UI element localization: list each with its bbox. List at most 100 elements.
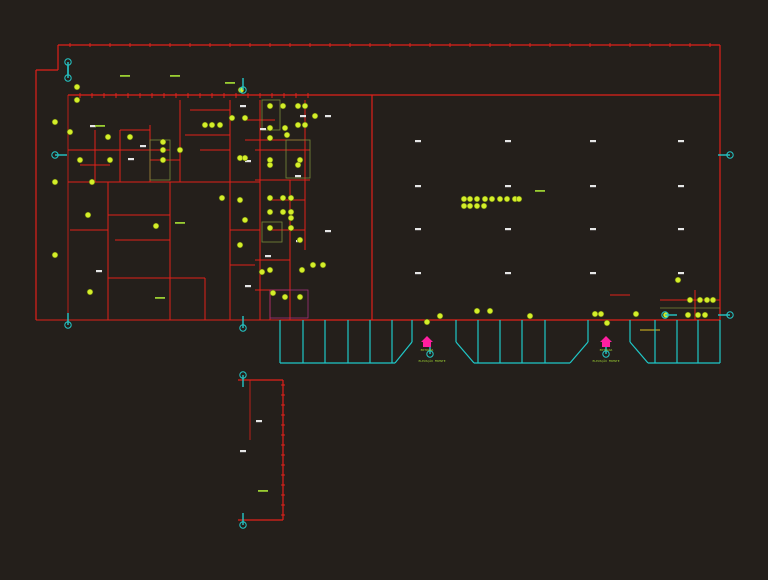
grid-axis-marker <box>239 78 247 94</box>
light-fixture <box>311 112 319 120</box>
light-fixture <box>696 296 704 304</box>
room-label-mark <box>170 75 180 77</box>
room-tag <box>505 140 511 143</box>
parking-angle-line <box>569 341 589 364</box>
light-fixture <box>466 202 474 210</box>
light-fixture <box>473 202 481 210</box>
grid-axis-marker <box>51 151 67 159</box>
light-fixture <box>301 121 309 129</box>
light-fixture <box>591 310 599 318</box>
light-fixture <box>287 194 295 202</box>
light-fixture <box>236 196 244 204</box>
light-fixture <box>674 276 682 284</box>
room-tag <box>300 115 306 118</box>
room-tag <box>505 185 511 188</box>
partition-box <box>285 139 311 179</box>
light-fixture <box>480 202 488 210</box>
light-fixture <box>266 208 274 216</box>
light-fixture <box>294 121 302 129</box>
entry-marker-right: ENTRADA ELEVAÇÃO FRENTE <box>592 336 620 363</box>
entry-arrow-icon <box>600 336 612 347</box>
lighting-fixture-layer <box>51 83 717 327</box>
room-tag <box>590 272 596 275</box>
light-fixture <box>287 214 295 222</box>
light-fixture <box>266 124 274 132</box>
light-fixture <box>76 156 84 164</box>
parking-angle-line <box>455 341 475 364</box>
room-tag <box>140 145 146 148</box>
light-fixture <box>51 251 59 259</box>
light-fixture <box>51 118 59 126</box>
room-tag <box>96 270 102 273</box>
light-fixture <box>159 156 167 164</box>
wall-layer <box>35 43 721 521</box>
light-fixture <box>496 195 504 203</box>
light-fixture <box>86 288 94 296</box>
room-tag <box>325 230 331 233</box>
room-tag <box>256 420 262 423</box>
room-tag <box>505 228 511 231</box>
light-fixture <box>298 266 306 274</box>
room-tag <box>590 228 596 231</box>
light-fixture <box>319 261 327 269</box>
light-fixture <box>241 154 249 162</box>
light-fixture <box>466 195 474 203</box>
room-tag <box>415 272 421 275</box>
entry-label: ENTRADA <box>600 348 613 352</box>
room-label-mark <box>258 490 268 492</box>
light-fixture <box>266 134 274 142</box>
entry-marker-left: ENTRADA ELEVAÇÃO FRENTE <box>418 336 446 363</box>
room-tag <box>415 185 421 188</box>
light-fixture <box>279 208 287 216</box>
partition-box <box>149 139 171 181</box>
light-fixture <box>287 208 295 216</box>
light-fixture <box>694 311 702 319</box>
grid-axis-marker <box>239 371 247 387</box>
light-fixture <box>88 178 96 186</box>
room-label-mark <box>175 222 185 224</box>
light-fixture <box>159 138 167 146</box>
light-fixture <box>632 310 640 318</box>
light-fixture <box>208 121 216 129</box>
light-fixture <box>269 289 277 297</box>
parking-angle-line <box>394 341 413 364</box>
grid-axis-marker <box>64 313 72 329</box>
room-tag-layer <box>90 75 684 492</box>
light-fixture <box>294 161 302 169</box>
room-tag <box>90 125 96 128</box>
light-fixture <box>104 133 112 141</box>
light-fixture <box>294 102 302 110</box>
light-fixture <box>283 131 291 139</box>
room-label-mark <box>535 190 545 192</box>
light-fixture <box>73 96 81 104</box>
light-fixture <box>703 296 711 304</box>
light-fixture <box>236 241 244 249</box>
light-fixture <box>266 161 274 169</box>
light-fixture <box>279 102 287 110</box>
grid-axis-marker <box>718 151 734 159</box>
room-tag <box>678 140 684 143</box>
grid-axis-marker <box>239 316 247 332</box>
light-fixture <box>423 318 431 326</box>
light-fixture <box>296 293 304 301</box>
light-fixture <box>296 236 304 244</box>
light-fixture <box>460 202 468 210</box>
light-fixture <box>266 266 274 274</box>
light-fixture <box>481 195 489 203</box>
light-fixture <box>228 114 236 122</box>
room-tag <box>505 272 511 275</box>
light-fixture <box>436 312 444 320</box>
parking-angle-line <box>629 341 649 364</box>
light-fixture <box>218 194 226 202</box>
room-label-mark <box>155 297 165 299</box>
light-fixture <box>176 146 184 154</box>
light-fixture <box>526 312 534 320</box>
light-fixture <box>473 307 481 315</box>
light-fixture <box>515 195 523 203</box>
light-fixture <box>126 133 134 141</box>
entry-sublabel: ELEVAÇÃO FRENTE <box>418 358 445 363</box>
light-fixture <box>159 146 167 154</box>
light-fixture <box>460 195 468 203</box>
